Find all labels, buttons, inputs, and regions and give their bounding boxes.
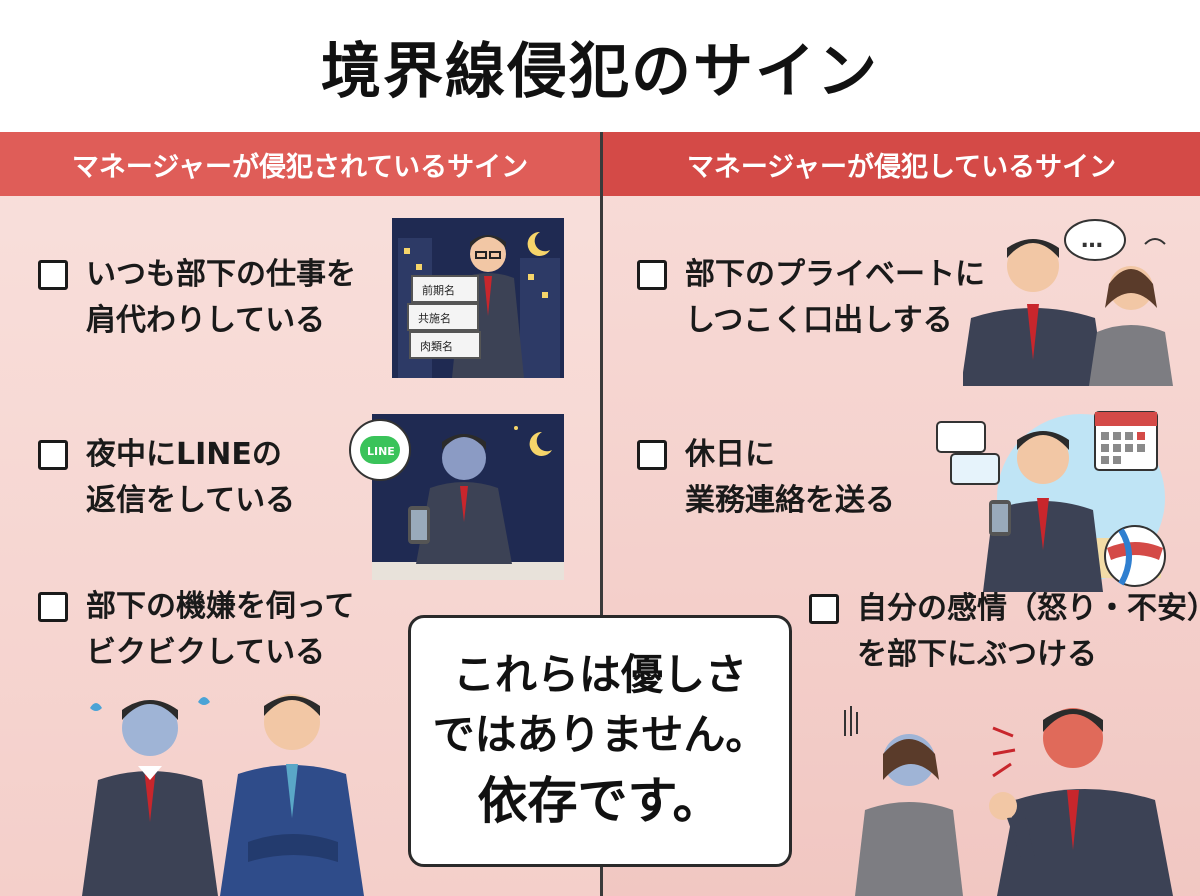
speech-bubble bbox=[1064, 219, 1126, 261]
title-bar: 境界線侵犯のサイン bbox=[0, 0, 1200, 132]
checkbox[interactable] bbox=[637, 260, 667, 290]
panel-divider bbox=[600, 132, 603, 896]
right-panel-header: マネージャーが侵犯しているサイン bbox=[603, 132, 1200, 196]
night-line-illustration: LINE bbox=[346, 414, 566, 580]
item-text: 夜中にLINEの 返信をしている bbox=[86, 437, 296, 518]
sweat-icon bbox=[198, 697, 210, 705]
moon-icon bbox=[527, 231, 550, 256]
left-panel: マネージャーが侵犯されているサイン いつも部下の仕事を 肩代わりしている 夜中に… bbox=[0, 132, 600, 896]
item-text: 部下の機嫌を伺って ビクビクしている bbox=[86, 589, 355, 670]
conclusion-callout: これらは優しさ ではありません。 依存です。 bbox=[408, 615, 792, 867]
left-panel-header: マネージャーが侵犯されているサイン bbox=[0, 132, 600, 196]
callout-line-3: 依存です。 bbox=[477, 772, 723, 830]
checkbox[interactable] bbox=[38, 592, 68, 622]
callout-line-2: ではありません。 bbox=[432, 710, 768, 759]
checkbox[interactable] bbox=[38, 260, 68, 290]
checkbox[interactable] bbox=[809, 594, 839, 624]
speech-bubble-text: … bbox=[1081, 228, 1103, 253]
item-text: 自分の感情（怒り・不安） を部下にぶつける bbox=[857, 591, 1200, 672]
folder-label: 共施名 bbox=[418, 311, 451, 325]
folder-label: 前期名 bbox=[422, 283, 455, 297]
right-item-1: 部下のプライベートに しつこく口出しする bbox=[637, 252, 985, 344]
fist-icon bbox=[989, 792, 1017, 820]
anxious-manager-illustration bbox=[80, 672, 370, 896]
chat-bubble-icon bbox=[936, 421, 986, 453]
anger-lines-icon bbox=[992, 726, 1016, 778]
item-text: 部下のプライベートに しつこく口出しする bbox=[685, 257, 985, 338]
page-title: 境界線侵犯のサイン bbox=[321, 36, 879, 107]
checkbox[interactable] bbox=[637, 440, 667, 470]
item-text: 休日に 業務連絡を送る bbox=[685, 437, 895, 518]
chat-bubble-icon bbox=[950, 453, 1000, 485]
holiday-message-illustration bbox=[931, 408, 1171, 592]
right-item-3: 自分の感情（怒り・不安） を部下にぶつける bbox=[809, 586, 1200, 678]
worry-icon bbox=[1144, 238, 1166, 245]
angry-manager-illustration bbox=[835, 680, 1195, 896]
right-item-2: 休日に 業務連絡を送る bbox=[637, 432, 895, 524]
overworked-manager-illustration: 前期名 共施名 肉類名 bbox=[392, 218, 564, 390]
shock-lines-icon bbox=[844, 706, 858, 736]
moon-icon bbox=[529, 431, 552, 456]
checkbox[interactable] bbox=[38, 440, 68, 470]
left-item-3: 部下の機嫌を伺って ビクビクしている bbox=[38, 584, 355, 676]
beach-ball-icon bbox=[1104, 525, 1166, 587]
line-app-label: LINE bbox=[367, 445, 395, 458]
folder-label: 肉類名 bbox=[420, 339, 453, 353]
sweat-icon bbox=[90, 703, 102, 711]
item-text: いつも部下の仕事を 肩代わりしている bbox=[86, 257, 356, 338]
prying-manager-illustration: … bbox=[963, 214, 1173, 386]
left-item-1: いつも部下の仕事を 肩代わりしている bbox=[38, 252, 356, 344]
left-item-2: 夜中にLINEの 返信をしている bbox=[38, 432, 295, 524]
callout-line-1: これらは優しさ bbox=[452, 650, 747, 699]
